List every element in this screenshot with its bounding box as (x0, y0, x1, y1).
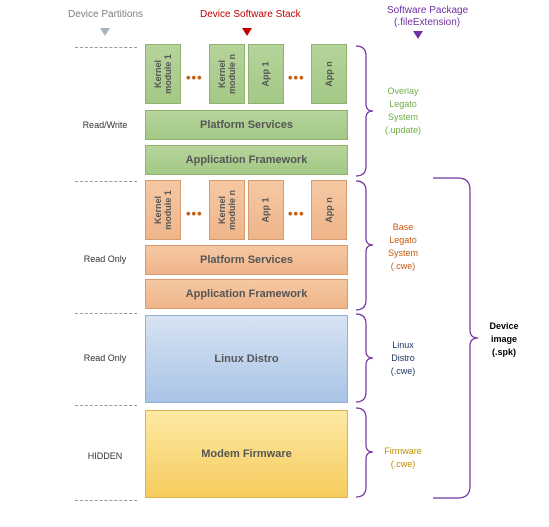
base-platform-services: Platform Services (145, 245, 348, 275)
device-bracket (433, 177, 479, 499)
firmware-package-label: Firmware (.cwe) (384, 446, 422, 469)
linux-package-label: Linux Distro (.cwe) (390, 340, 416, 376)
overlay-app-n: App n (311, 44, 347, 104)
partition-separator (75, 313, 137, 314)
partitions-header: Device Partitions (68, 9, 144, 20)
overlay-ellipsis: ••• (186, 70, 203, 85)
overlay-package-label: Overlay Legato System (.update) (384, 86, 422, 135)
linux-distro-block: Linux Distro (145, 315, 348, 403)
base-bracket (355, 180, 374, 311)
overlay-bracket (355, 45, 374, 177)
stack-header: Device Software Stack (200, 9, 301, 20)
partition-separator (75, 181, 137, 182)
package-marker-icon (413, 31, 423, 39)
base-ellipsis: ••• (288, 206, 305, 221)
package-header-line1: Software Package (387, 5, 469, 16)
stack-marker-icon (242, 28, 252, 36)
overlay-platform-services: Platform Services (145, 110, 348, 140)
firmware-bracket (355, 407, 374, 498)
overlay-kernel-module-1: Kernel module 1 (145, 44, 181, 104)
partitions-marker-icon (100, 28, 110, 36)
modem-firmware-block: Modem Firmware (145, 410, 348, 498)
partition-label-hidden: HIDDEN (87, 451, 123, 461)
partition-separator (75, 500, 137, 501)
overlay-kernel-module-n: Kernel module n (209, 44, 245, 104)
base-kernel-module-1: Kernel module 1 (145, 180, 181, 240)
device-image-label: Device image (.spk) (489, 321, 519, 357)
overlay-app-1: App 1 (248, 44, 284, 104)
linux-bracket (355, 313, 374, 403)
partition-label-readwrite: Read/Write (82, 120, 128, 130)
partition-separator (75, 47, 137, 48)
partition-separator (75, 405, 137, 406)
partition-label-readonly-1: Read Only (83, 254, 127, 264)
base-app-n: App n (311, 180, 347, 240)
partition-label-readonly-2: Read Only (83, 353, 127, 363)
base-ellipsis: ••• (186, 206, 203, 221)
package-header-line2: (.fileExtension) (394, 17, 461, 28)
base-application-framework: Application Framework (145, 279, 348, 309)
base-kernel-module-n: Kernel module n (209, 180, 245, 240)
base-app-1: App 1 (248, 180, 284, 240)
base-package-label: Base Legato System (.cwe) (387, 222, 418, 271)
overlay-application-framework: Application Framework (145, 145, 348, 175)
overlay-ellipsis: ••• (288, 70, 305, 85)
